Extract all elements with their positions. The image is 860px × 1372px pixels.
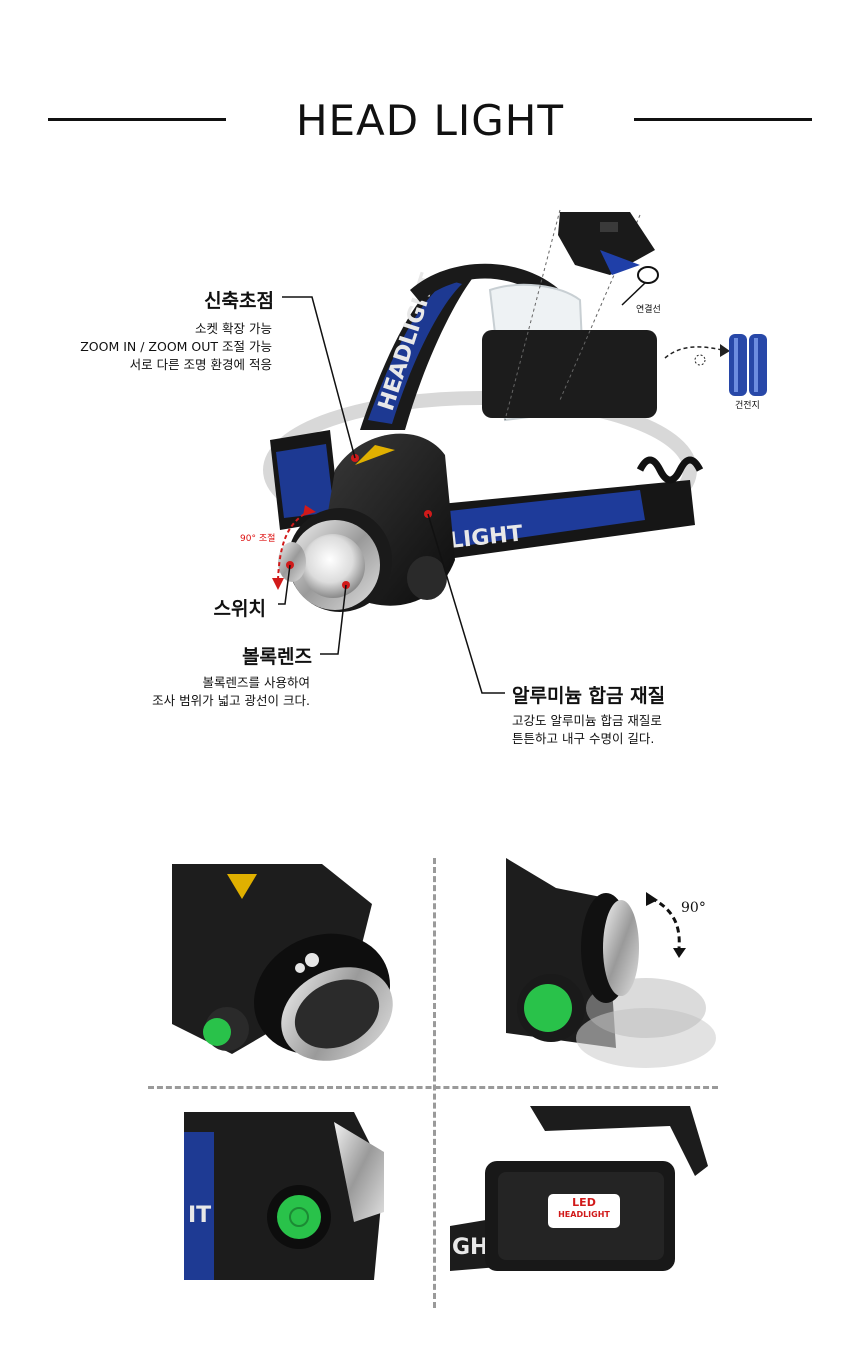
feature-material-description: 고강도 알루미늄 합금 재질로 튼튼하고 내구 수명이 길다. bbox=[512, 713, 662, 746]
svg-text:IT: IT bbox=[188, 1203, 211, 1228]
feature-lens-description: 볼록렌즈를 사용하여 조사 범위가 넓고 광선이 크다. bbox=[152, 675, 310, 708]
detail-zoom-head-image bbox=[172, 864, 402, 1064]
page-title: HEAD LIGHT bbox=[295, 96, 565, 145]
detail-rotation-image: 90° bbox=[496, 858, 726, 1073]
cable-label: 연결선 bbox=[636, 305, 661, 315]
detail-battery-box-image: GHT LED HEADLIGHT bbox=[450, 1106, 712, 1278]
headlamp-product-image: HEADLIGHT LIGHT bbox=[263, 209, 767, 694]
feature-switch-title: 스위치 bbox=[213, 598, 266, 620]
feature-lens-title: 볼록렌즈 bbox=[242, 646, 312, 668]
feature-material-title: 알루미늄 합금 재질 bbox=[512, 685, 666, 707]
grid-divider-horizontal bbox=[148, 1086, 718, 1089]
battery-label: 건전지 bbox=[735, 401, 760, 411]
feature-zoom-title: 신축초점 bbox=[204, 290, 274, 312]
header-rule-left bbox=[48, 118, 226, 121]
detail-power-switch-image: IT bbox=[184, 1112, 384, 1280]
header-rule-right bbox=[634, 118, 812, 121]
led-badge-line1: LED bbox=[572, 1196, 596, 1209]
grid-divider-vertical bbox=[433, 858, 436, 1308]
rotation-angle-label: 90° bbox=[681, 900, 706, 916]
rotate-label: 90° 조절 bbox=[240, 534, 276, 544]
led-badge-line2: HEADLIGHT bbox=[558, 1210, 610, 1219]
feature-zoom-description: 소켓 확장 가능 ZOOM IN / ZOOM OUT 조절 가능 서로 다른 … bbox=[80, 321, 272, 372]
